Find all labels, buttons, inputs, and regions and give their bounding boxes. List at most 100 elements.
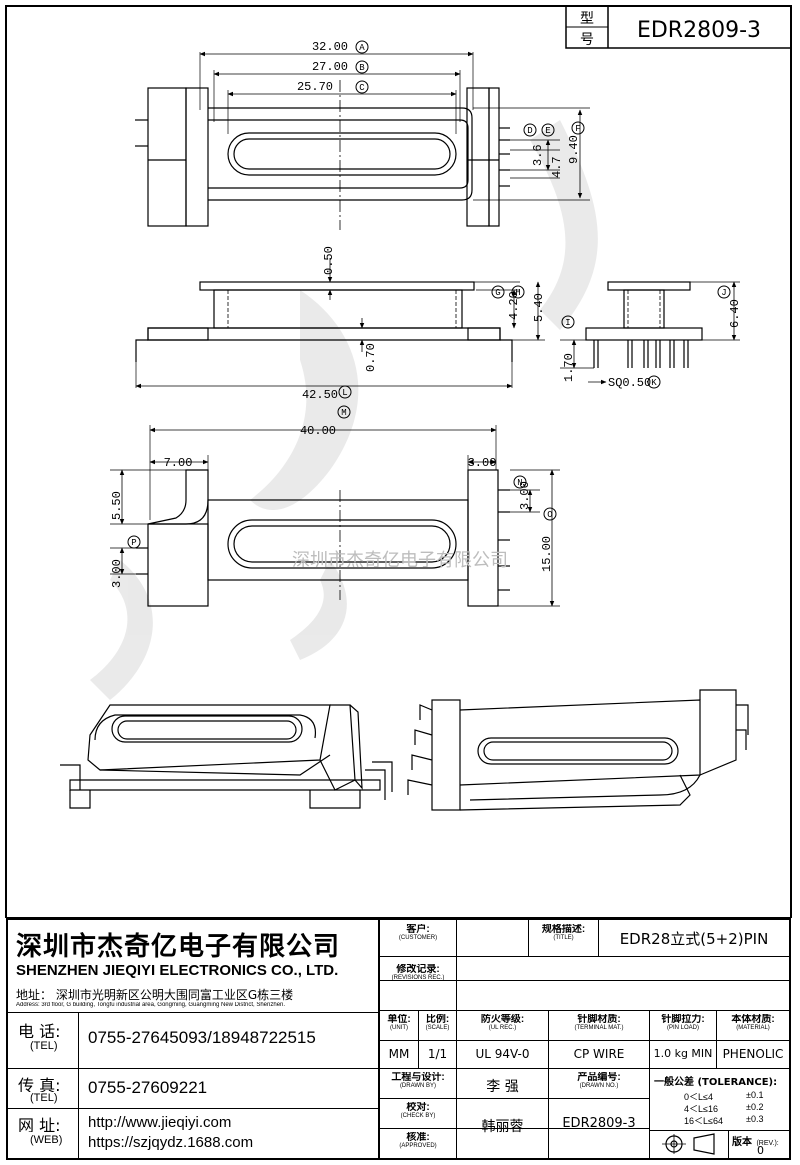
title-label-cn: 规格描述:: [541, 924, 586, 935]
drawing-no-label-cn: 产品编号:: [577, 1072, 621, 1083]
drawing-no-value: EDR2809-3: [562, 1116, 636, 1131]
check-label-en: (CHECK BY): [400, 1113, 436, 1119]
watermark-text: 深圳市杰奇亿电子有限公司: [292, 550, 508, 571]
pinload-label-cn: 针脚拉力:: [661, 1014, 705, 1025]
unit-value: MM: [388, 1047, 410, 1061]
web-label-en: (WEB): [30, 1134, 63, 1146]
dim-9-4: 9.40: [567, 135, 581, 164]
fax-label-en: (TEL): [30, 1092, 58, 1104]
marker-G: G: [495, 288, 500, 298]
customer-label: 客户: (CUSTOMER): [380, 924, 456, 942]
company-name-cn: 深圳市杰奇亿电子有限公司: [16, 932, 341, 960]
model-label-1: 型: [580, 11, 594, 28]
customer-label-en: (CUSTOMER): [398, 935, 438, 941]
dim-3-6: 3.6: [531, 144, 545, 166]
technical-drawing: 型 号 EDR2809-3: [5, 5, 792, 918]
tolerance-range-3: 16＜L≤64: [684, 1116, 723, 1126]
dim-6-4: 6.40: [728, 299, 742, 328]
revision-value: 0: [757, 1144, 764, 1157]
fax-value: 0755-27609221: [88, 1078, 208, 1097]
customer-label-cn: 客户:: [406, 924, 430, 935]
revisions-label: 修改记录: (REVISIONS REC.): [380, 964, 456, 982]
dim-27: 27.00: [312, 60, 348, 74]
scale-label-en: (SCALE): [425, 1025, 450, 1031]
ul-label-cn: 防火等级:: [480, 1014, 525, 1025]
dim-32: 32.00: [312, 40, 348, 54]
drawing-no-label-en: (DRAWN NO.): [579, 1083, 619, 1089]
dim-3-top: 3.00: [468, 456, 497, 470]
projection-symbol-icon: [662, 1133, 715, 1155]
bottom-view-markers: M N O P: [127, 405, 557, 549]
web-value-1[interactable]: http://www.jieqiyi.com: [88, 1114, 232, 1131]
unit-label-cn: 单位:: [387, 1014, 411, 1025]
terminal-value: CP WIRE: [573, 1047, 625, 1061]
terminal-label-cn: 针脚材质:: [577, 1014, 621, 1025]
terminal-label: 针脚材质: (TERMINAL MAT.): [549, 1014, 649, 1032]
check-label: 校对: (CHECK BY): [380, 1102, 456, 1120]
marker-P: P: [131, 538, 136, 548]
material-label: 本体材质: (MATERIAL): [717, 1014, 789, 1032]
pinload-value: 1.0 kg MIN: [653, 1047, 713, 1060]
revisions-label-cn: 修改记录:: [396, 964, 440, 975]
marker-B: B: [359, 63, 365, 73]
company-address-en: Address: 3rd floor, G building, Tongfu i…: [16, 1002, 286, 1008]
dim-3-left: 3.00: [110, 559, 124, 588]
end-view-markers: J I K: [561, 285, 731, 389]
dim-15: 15.00: [540, 536, 554, 572]
fax-label-cn: 传 真:: [18, 1076, 61, 1092]
drawn-value: 李 强: [486, 1079, 519, 1095]
marker-J: J: [721, 288, 726, 298]
tolerance-value-2: ±0.2: [746, 1102, 764, 1112]
tel-label-cn: 电 话:: [18, 1022, 61, 1038]
model-number: EDR2809-3: [637, 18, 761, 43]
drawn-label-en: (DRAWN BY): [399, 1083, 437, 1089]
dim-5-4: 5.40: [532, 293, 546, 322]
dim-1-7: 1.70: [562, 353, 576, 382]
drawn-label: 工程与设计: (DRAWN BY): [380, 1072, 456, 1090]
bottom-view: [110, 425, 560, 607]
tolerance-range-2: 4＜L≤16: [684, 1104, 718, 1114]
tel-label-en: (TEL): [30, 1040, 58, 1052]
approved-value: 韩丽蓉: [481, 1119, 524, 1135]
dim-42-5: 42.50: [302, 388, 338, 402]
material-label-en: (MATERIAL): [736, 1025, 770, 1031]
dim-7: 7.00: [164, 456, 193, 470]
marker-L: L: [342, 388, 347, 398]
drawn-label-cn: 工程与设计:: [391, 1072, 445, 1083]
top-view: [135, 51, 590, 230]
marker-C: C: [359, 83, 365, 93]
tolerance-value-1: ±0.1: [746, 1090, 764, 1100]
revision-label: 版本 (REV.):: [732, 1132, 789, 1150]
revision-label-en: (REV.):: [756, 1140, 779, 1147]
pinload-label-en: (PIN LOAD): [666, 1025, 699, 1031]
end-view: [560, 281, 740, 385]
model-label-2: 号: [580, 33, 594, 49]
marker-K: K: [651, 378, 657, 388]
dim-4-7: 4.7: [550, 156, 564, 178]
web-value-2[interactable]: https://szjqydz.1688.com: [88, 1134, 254, 1151]
marker-M: M: [341, 408, 346, 418]
marker-N: N: [517, 478, 522, 488]
side-view: [135, 258, 545, 389]
unit-label-en: (UNIT): [390, 1025, 408, 1031]
dim-40: 40.00: [300, 424, 336, 438]
ul-label: 防火等级: (UL REC.): [457, 1014, 548, 1032]
frame-border: [5, 5, 792, 918]
marker-O: O: [547, 510, 552, 520]
dim-sq-0-5: SQ0.50: [608, 376, 651, 390]
marker-H: H: [515, 288, 520, 298]
side-view-markers: G H L: [338, 285, 525, 399]
title-label: 规格描述: (TITLE): [529, 924, 598, 942]
company-address-cn: 地址： 深圳市光明新区公明大围同富工业区G栋三楼: [16, 988, 294, 1002]
tel-value: 0755-27645093/18948722515: [88, 1028, 316, 1047]
scale-label-cn: 比例:: [425, 1014, 450, 1025]
revision-label-cn: 版本: [732, 1137, 752, 1148]
isometric-view-left: [60, 704, 393, 809]
dim-0-5: 0.50: [322, 246, 336, 275]
title-block: 深圳市杰奇亿电子有限公司 SHENZHEN JIEQIYI ELECTRONIC…: [6, 918, 791, 1160]
terminal-label-en: (TERMINAL MAT.): [574, 1025, 624, 1031]
marker-E: E: [545, 126, 550, 136]
marker-I: I: [565, 318, 570, 328]
tolerance-value-3: ±0.3: [746, 1114, 764, 1124]
web-label-cn: 网 址:: [18, 1116, 61, 1132]
